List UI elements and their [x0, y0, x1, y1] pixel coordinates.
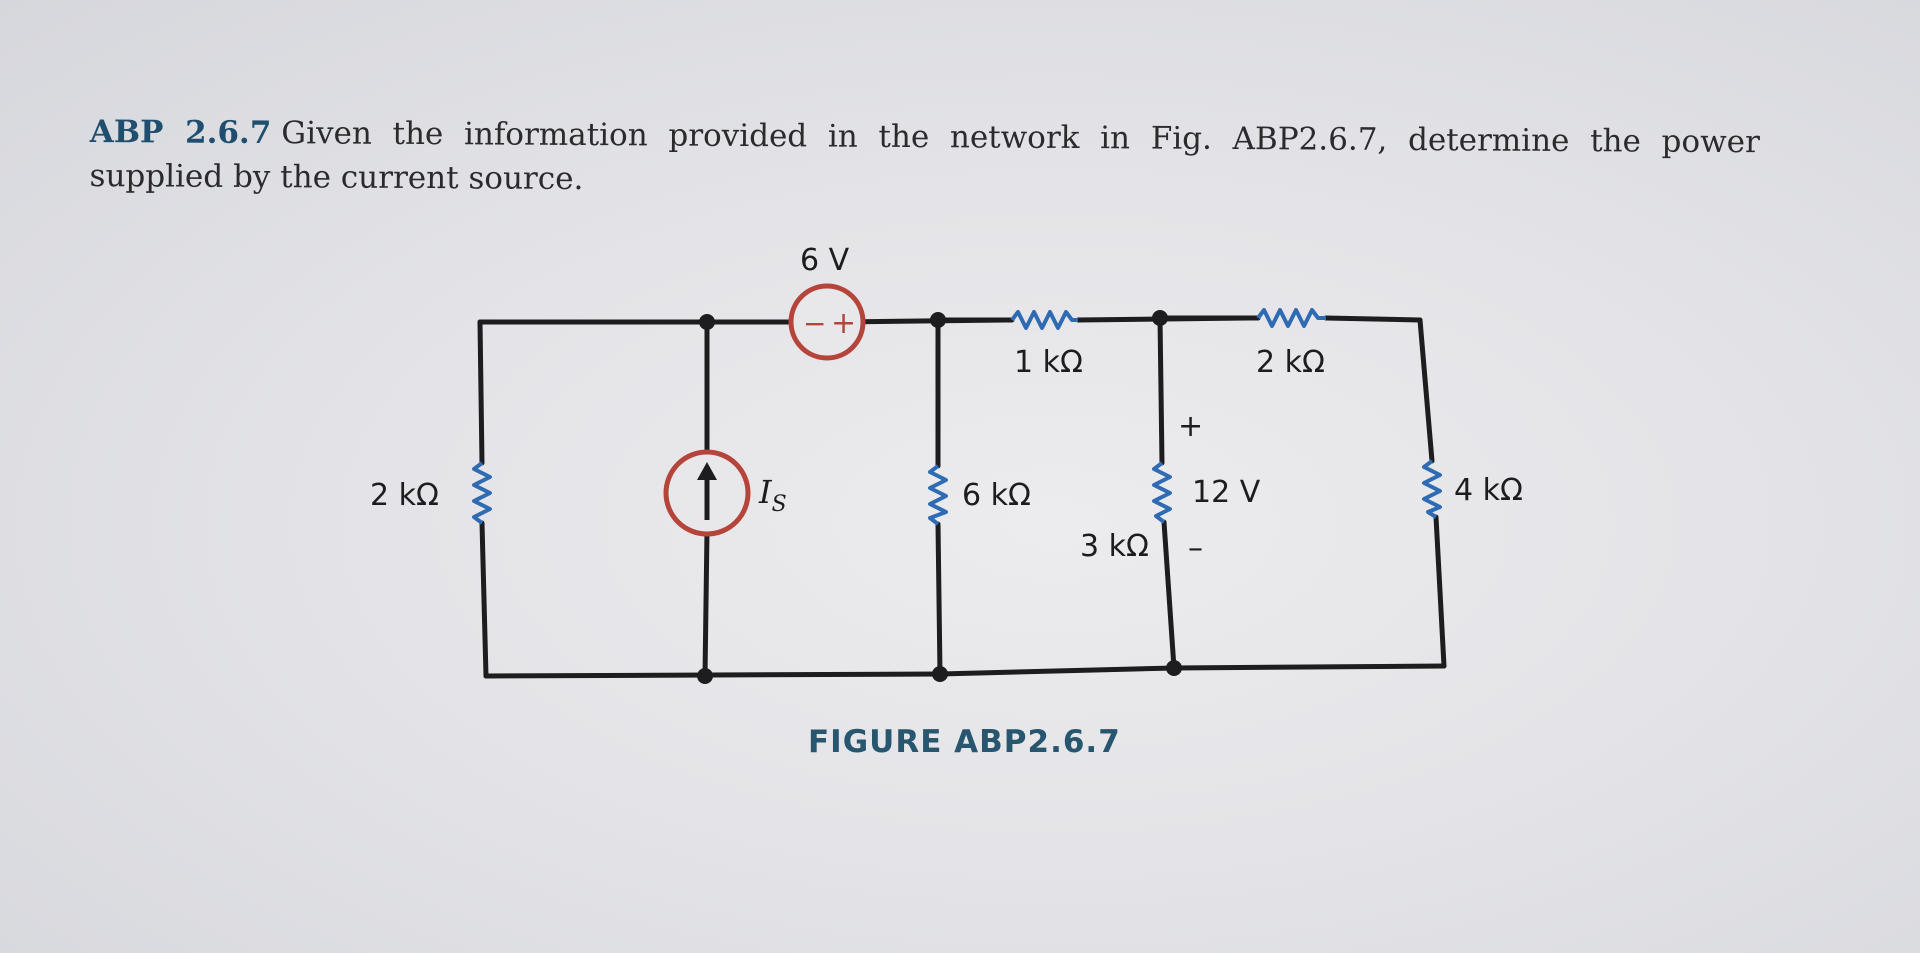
resistor-top1-label: 1 kΩ	[1014, 345, 1083, 380]
voltage-12v-label: 12 V	[1192, 475, 1261, 510]
wire-right-top	[1417, 317, 1435, 464]
node-top-6k	[930, 312, 946, 328]
wire-bottom	[483, 663, 1447, 679]
resistor-left-label: 2 kΩ	[370, 478, 439, 513]
voltage-source-label: 6 V	[800, 243, 850, 278]
wire-top-right	[1323, 315, 1423, 323]
resistor-3k-zigzag	[1152, 461, 1172, 524]
node-bottom-6k	[932, 666, 948, 682]
arrow-head-icon	[697, 462, 717, 480]
resistor-right-label: 4 kΩ	[1454, 473, 1523, 508]
node-bottom-3k	[1166, 660, 1182, 676]
current-source-label: IS	[758, 473, 787, 517]
current-source	[663, 449, 751, 537]
voltage-source-plus: +	[831, 306, 856, 341]
node-bottom-is	[697, 668, 713, 684]
node-top-is	[699, 314, 715, 330]
wire-left-top	[477, 319, 485, 466]
resistor-top2-label: 2 kΩ	[1256, 345, 1325, 380]
resistor-6k-label: 6 kΩ	[962, 478, 1031, 513]
resistor-3k-label: 3 kΩ	[1080, 529, 1149, 564]
wire-left-bottom	[479, 520, 489, 679]
voltage-source-minus: −	[803, 307, 826, 340]
voltage-source: − +	[788, 283, 866, 361]
node-top-3k	[1152, 310, 1168, 326]
resistor-top2-zigzag	[1256, 308, 1326, 328]
wire-6k-bottom	[935, 521, 943, 677]
wire-is-bottom	[702, 528, 710, 679]
wire-3k-top	[1157, 315, 1165, 466]
resistor-6k-zigzag	[928, 464, 948, 526]
voltage-minus-sign: –	[1188, 531, 1203, 566]
wire-right-bottom	[1433, 514, 1447, 669]
voltage-plus-sign: +	[1178, 409, 1203, 444]
figure-caption: FIGURE ABP2.6.7	[808, 724, 1121, 760]
resistor-left-zigzag	[472, 461, 492, 525]
wire-3k-bottom	[1161, 519, 1177, 671]
resistor-top1-zigzag	[1010, 310, 1078, 330]
resistor-right-zigzag	[1422, 459, 1442, 519]
